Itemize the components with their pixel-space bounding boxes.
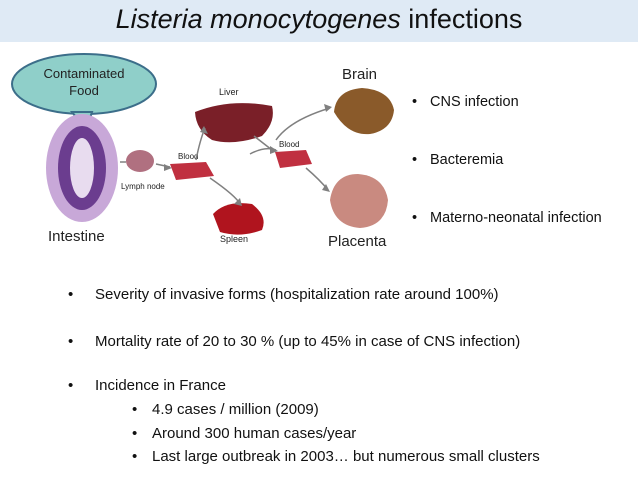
bullet-cns: •CNS infection (412, 94, 519, 110)
title-bar (0, 0, 638, 42)
blood-right-label: Blood (279, 140, 299, 149)
title-rest: infections (400, 4, 523, 34)
food-label-line2: Food (69, 83, 99, 98)
lymph-node-image (126, 150, 154, 172)
lymph-node-label: Lymph node (121, 182, 165, 191)
arrow-heads (164, 104, 332, 206)
intestine-image (46, 114, 118, 222)
liver-label: Liver (219, 87, 239, 97)
contaminated-food-bubble: Contaminated Food (11, 53, 157, 133)
placenta-label: Placenta (328, 233, 387, 250)
blood-left-image (170, 162, 214, 180)
blood-left-label: Blood (178, 152, 198, 161)
blood-right-image (275, 150, 312, 168)
food-label-line1: Contaminated (44, 66, 125, 81)
bullet-incidence: •Incidence in France (68, 377, 226, 394)
spleen-image (213, 203, 264, 235)
bullet-materno-neonatal: •Materno-neonatal infection (412, 210, 602, 226)
sub-bullet-outbreak: •Last large outbreak in 2003… but numero… (132, 448, 540, 465)
bullet-severity: •Severity of invasive forms (hospitaliza… (68, 286, 499, 303)
liver-image (195, 103, 273, 143)
bullet-mortality: •Mortality rate of 20 to 30 % (up to 45%… (68, 333, 521, 350)
sub-bullet-cases: •4.9 cases / million (2009) (132, 401, 319, 418)
brain-label: Brain (342, 66, 377, 83)
intestine-label: Intestine (48, 228, 105, 245)
bullet-bacteremia: •Bacteremia (412, 152, 504, 168)
spleen-label: Spleen (220, 234, 248, 244)
slide-title: Listeria monocytogenes infections (0, 4, 638, 35)
infection-pathway-diagram: Contaminated Food Intestine Lymph node B… (11, 53, 394, 250)
brain-image (334, 88, 394, 135)
placenta-image (330, 174, 388, 228)
sub-bullet-human-cases: •Around 300 human cases/year (132, 425, 357, 442)
title-italic: Listeria monocytogenes (115, 4, 401, 34)
